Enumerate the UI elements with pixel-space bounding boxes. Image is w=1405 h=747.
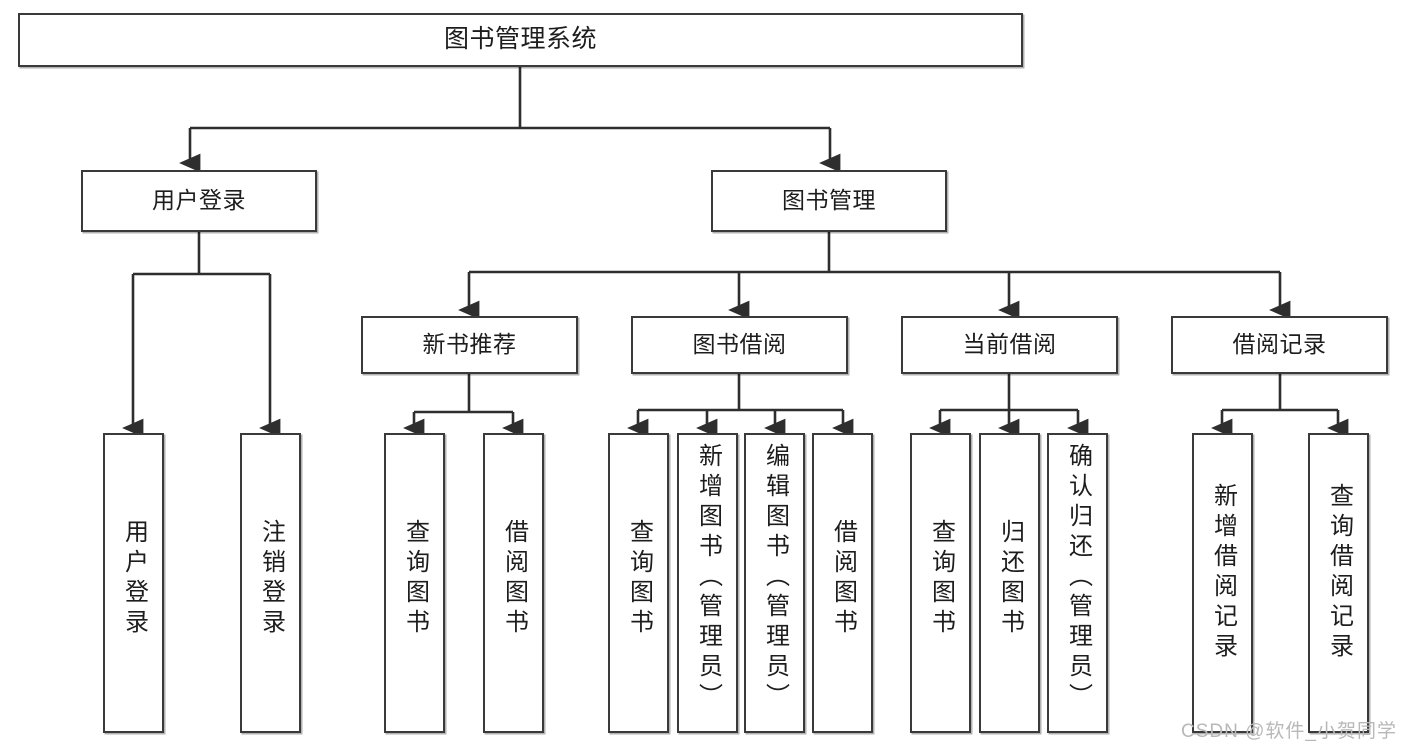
node-current-borrow[interactable]: 当前借阅 — [901, 316, 1118, 374]
node-label: 当前借阅 — [962, 331, 1057, 358]
node-label: 归还图书 — [996, 519, 1024, 639]
node-label: 确认归还（管理员） — [1064, 443, 1092, 713]
node-label: 借阅记录 — [1232, 331, 1327, 358]
leaf-current-borrow-return-books[interactable]: 归还图书 — [979, 433, 1040, 733]
node-user-login[interactable]: 用户登录 — [81, 170, 317, 232]
node-borrow-record[interactable]: 借阅记录 — [1171, 316, 1388, 374]
node-label: 编辑图书（管理员） — [761, 443, 789, 713]
node-label: 注销登录 — [257, 519, 285, 639]
node-book-borrow[interactable]: 图书借阅 — [631, 316, 848, 374]
leaf-current-borrow-query-books[interactable]: 查询图书 — [910, 433, 971, 733]
leaf-new-book-borrow-books[interactable]: 借阅图书 — [483, 433, 544, 733]
leaf-user-login-login[interactable]: 用户登录 — [103, 433, 164, 733]
leaf-user-login-logout[interactable]: 注销登录 — [240, 433, 301, 733]
node-book-management[interactable]: 图书管理 — [711, 170, 947, 232]
node-label: 查询借阅记录 — [1325, 483, 1353, 663]
node-label: 查询图书 — [927, 519, 955, 639]
node-label: 查询图书 — [401, 519, 429, 639]
node-label: 借阅图书 — [829, 519, 857, 639]
node-label: 用户登录 — [120, 519, 148, 639]
node-label: 借阅图书 — [500, 519, 528, 639]
node-label: 图书管理 — [782, 187, 876, 214]
node-root-book-management-system[interactable]: 图书管理系统 — [18, 13, 1023, 67]
leaf-book-borrow-query-books[interactable]: 查询图书 — [608, 433, 669, 733]
leaf-book-borrow-add-book-admin[interactable]: 新增图书（管理员） — [677, 433, 738, 733]
leaf-book-borrow-borrow-books[interactable]: 借阅图书 — [812, 433, 873, 733]
node-new-book-recommend[interactable]: 新书推荐 — [361, 316, 578, 374]
node-label: 图书借阅 — [692, 331, 787, 358]
node-label: 新书推荐 — [422, 331, 517, 358]
leaf-borrow-record-add-record[interactable]: 新增借阅记录 — [1192, 433, 1253, 733]
node-label: 新增借阅记录 — [1209, 483, 1237, 663]
node-label: 用户登录 — [152, 187, 246, 214]
leaf-new-book-query-books[interactable]: 查询图书 — [384, 433, 445, 733]
node-label: 图书管理系统 — [443, 25, 597, 54]
leaf-current-borrow-confirm-return-admin[interactable]: 确认归还（管理员） — [1047, 433, 1108, 733]
leaf-borrow-record-query-record[interactable]: 查询借阅记录 — [1308, 433, 1369, 733]
leaf-book-borrow-edit-book-admin[interactable]: 编辑图书（管理员） — [744, 433, 805, 733]
csdn-watermark: CSDN @软件_小贺同学 — [1181, 721, 1397, 742]
node-label: 查询图书 — [625, 519, 653, 639]
node-label: 新增图书（管理员） — [694, 443, 722, 713]
